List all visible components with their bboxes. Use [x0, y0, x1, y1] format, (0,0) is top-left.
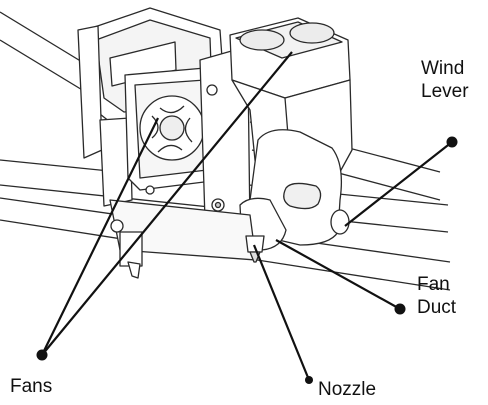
top-fan-grill: [289, 22, 335, 44]
top-fan-grill: [239, 29, 285, 51]
wind-lever-label: Wind Lever: [421, 57, 469, 103]
leader-fans-to-left-fan: [41, 117, 159, 356]
wind-lever-label-line1: Wind: [421, 58, 465, 79]
side-bracket: [77, 25, 103, 159]
left-fan-blade: [157, 144, 183, 153]
carriage-tab: [127, 261, 141, 279]
left-fan-hub: [159, 115, 185, 141]
leader-dots: [36, 136, 458, 384]
fan-duct-label: Fan Duct: [417, 273, 456, 319]
fans-label: Fans: [10, 376, 53, 397]
nozzle-label: Nozzle: [318, 379, 377, 400]
left-fan-blade: [184, 117, 193, 143]
left-fan-blade: [151, 115, 159, 139]
wind-lever-label-line2: Lever: [421, 81, 469, 102]
screw-bolt: [145, 185, 155, 195]
leader-fan-duct: [275, 239, 401, 310]
leader-fans-to-top-fan: [41, 51, 293, 356]
fan-duct-dot: [394, 303, 406, 315]
fan-duct-label-line2: Duct: [417, 297, 457, 318]
leader-lines: [41, 51, 453, 381]
fans-dot: [36, 349, 48, 361]
leader-nozzle: [252, 244, 311, 381]
extruder-body: [77, 7, 353, 279]
nozzle-dot: [305, 376, 313, 384]
wind-lever-dot: [446, 136, 458, 148]
carriage-hole: [110, 219, 124, 233]
leader-wind-lever: [344, 141, 453, 227]
fan-duct-label-line1: Fan: [417, 274, 450, 295]
screw-bolt: [206, 84, 218, 96]
side-bracket-lower: [99, 117, 133, 207]
screw-bolt: [214, 201, 222, 209]
fan-duct-clip: [330, 209, 350, 235]
fan-duct-slot: [283, 182, 322, 210]
left-fan-blade: [159, 105, 185, 114]
nozzle-body: [245, 235, 265, 253]
